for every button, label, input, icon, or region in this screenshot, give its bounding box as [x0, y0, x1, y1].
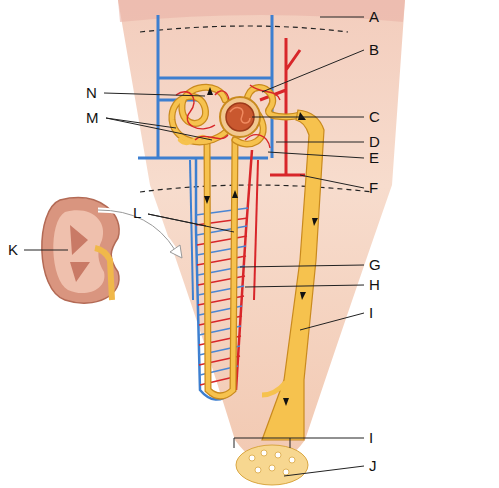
callout-letter: J [369, 458, 377, 474]
callout-letter: M [86, 110, 99, 126]
collecting-duct [262, 110, 324, 440]
renal-papilla [236, 445, 308, 485]
flow-arrows [204, 87, 318, 406]
veins [138, 15, 272, 400]
loop-of-henle [207, 140, 235, 396]
callout-letter: I [369, 305, 373, 321]
callout-letter: C [369, 109, 380, 125]
callout-letter: G [369, 257, 381, 273]
callout-letter: L [133, 205, 141, 221]
medulla-boundary [140, 185, 372, 192]
cortex-boundary [140, 26, 348, 32]
vasa-recta [196, 218, 248, 385]
callout-letter: N [86, 85, 97, 101]
duct-branch [262, 382, 286, 395]
leader-lines [24, 17, 364, 476]
callout-letter: F [369, 180, 378, 196]
callout-letter: A [369, 9, 379, 25]
capsule-band [118, 0, 405, 22]
vasa-recta [196, 208, 248, 375]
callout-letter: E [369, 150, 379, 166]
callout-letter: K [8, 242, 18, 258]
callout-letter: D [369, 134, 380, 150]
callout-letter: B [369, 42, 379, 58]
callout-letter: I [369, 430, 373, 446]
callout-letter: H [369, 277, 380, 293]
